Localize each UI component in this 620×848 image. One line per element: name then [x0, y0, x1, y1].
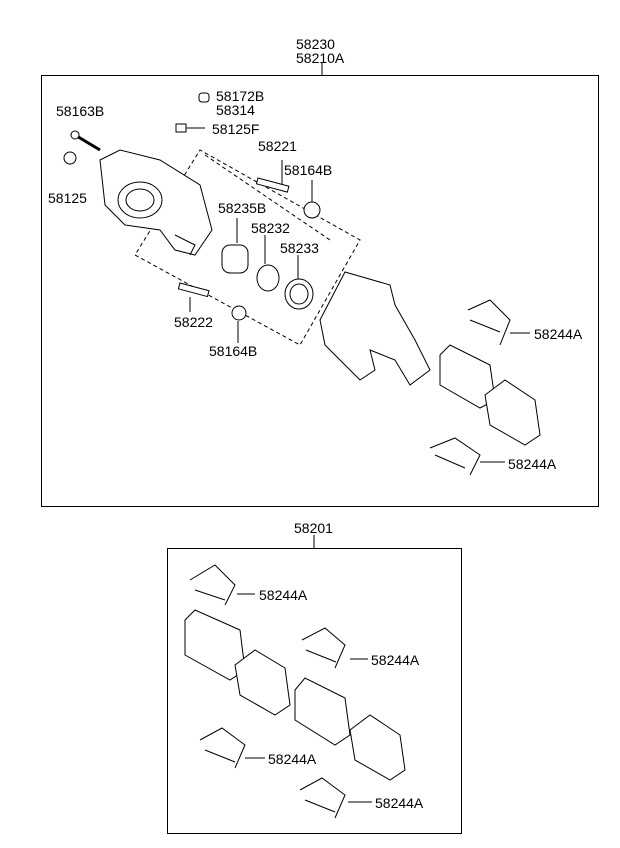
assembly-code-label: 58210A: [296, 50, 345, 66]
pad-kit-frame: [167, 548, 462, 834]
part-label: 58244A: [508, 456, 557, 472]
caliper-body-icon: [99, 149, 213, 256]
part-label: 58314: [216, 102, 255, 118]
part-label: 58244A: [371, 652, 420, 668]
boot-58233-icon: [284, 255, 314, 310]
assembly-code-label: 58230: [296, 36, 335, 52]
boot-58164B-upper-icon: [303, 180, 321, 219]
part-label: 58125F: [212, 121, 260, 137]
part-label: 58244A: [375, 795, 424, 811]
pad-icon: [234, 649, 291, 716]
part-label: 58232: [251, 220, 290, 236]
clip-icon: [301, 627, 368, 669]
boot-58164B-lower-icon: [231, 305, 247, 343]
part-label: 58233: [280, 240, 319, 256]
clip-icon: [189, 564, 255, 606]
caliper-bracket-icon: [319, 271, 431, 386]
pad-icon: [484, 379, 541, 446]
clip-icon: [199, 727, 265, 769]
piston-58235B-icon: [221, 218, 249, 274]
clip-icon: [429, 437, 505, 476]
part-label: 58244A: [259, 587, 308, 603]
cap-58172B-icon: [198, 92, 210, 103]
part-label: 58164B: [209, 343, 258, 359]
pad-icon: [349, 714, 406, 781]
part-label: 58125: [48, 190, 87, 206]
guide-pin-58222-icon: [177, 282, 210, 312]
part-label: 58221: [258, 138, 297, 154]
clip-icon: [299, 777, 372, 819]
part-label: 58235B: [218, 200, 267, 216]
part-label: 58172B: [216, 88, 265, 104]
part-label: 58244A: [534, 326, 583, 342]
caliper-assembly-frame: [41, 75, 599, 507]
guide-pin-58221-icon: [255, 160, 290, 193]
bolt-58163B-icon: [70, 130, 101, 152]
seal-58232-icon: [256, 235, 280, 292]
bleeder-58125F-icon: [175, 123, 205, 133]
clip-icon: [467, 299, 530, 346]
pad-icon: [294, 677, 351, 746]
part-label: 58222: [174, 314, 213, 330]
part-label: 58244A: [268, 751, 317, 767]
part-label: 58163B: [56, 103, 105, 119]
part-label: 58164B: [284, 162, 333, 178]
nut-58125-icon: [63, 151, 77, 165]
pad-kit-code-label: 58201: [294, 520, 333, 536]
